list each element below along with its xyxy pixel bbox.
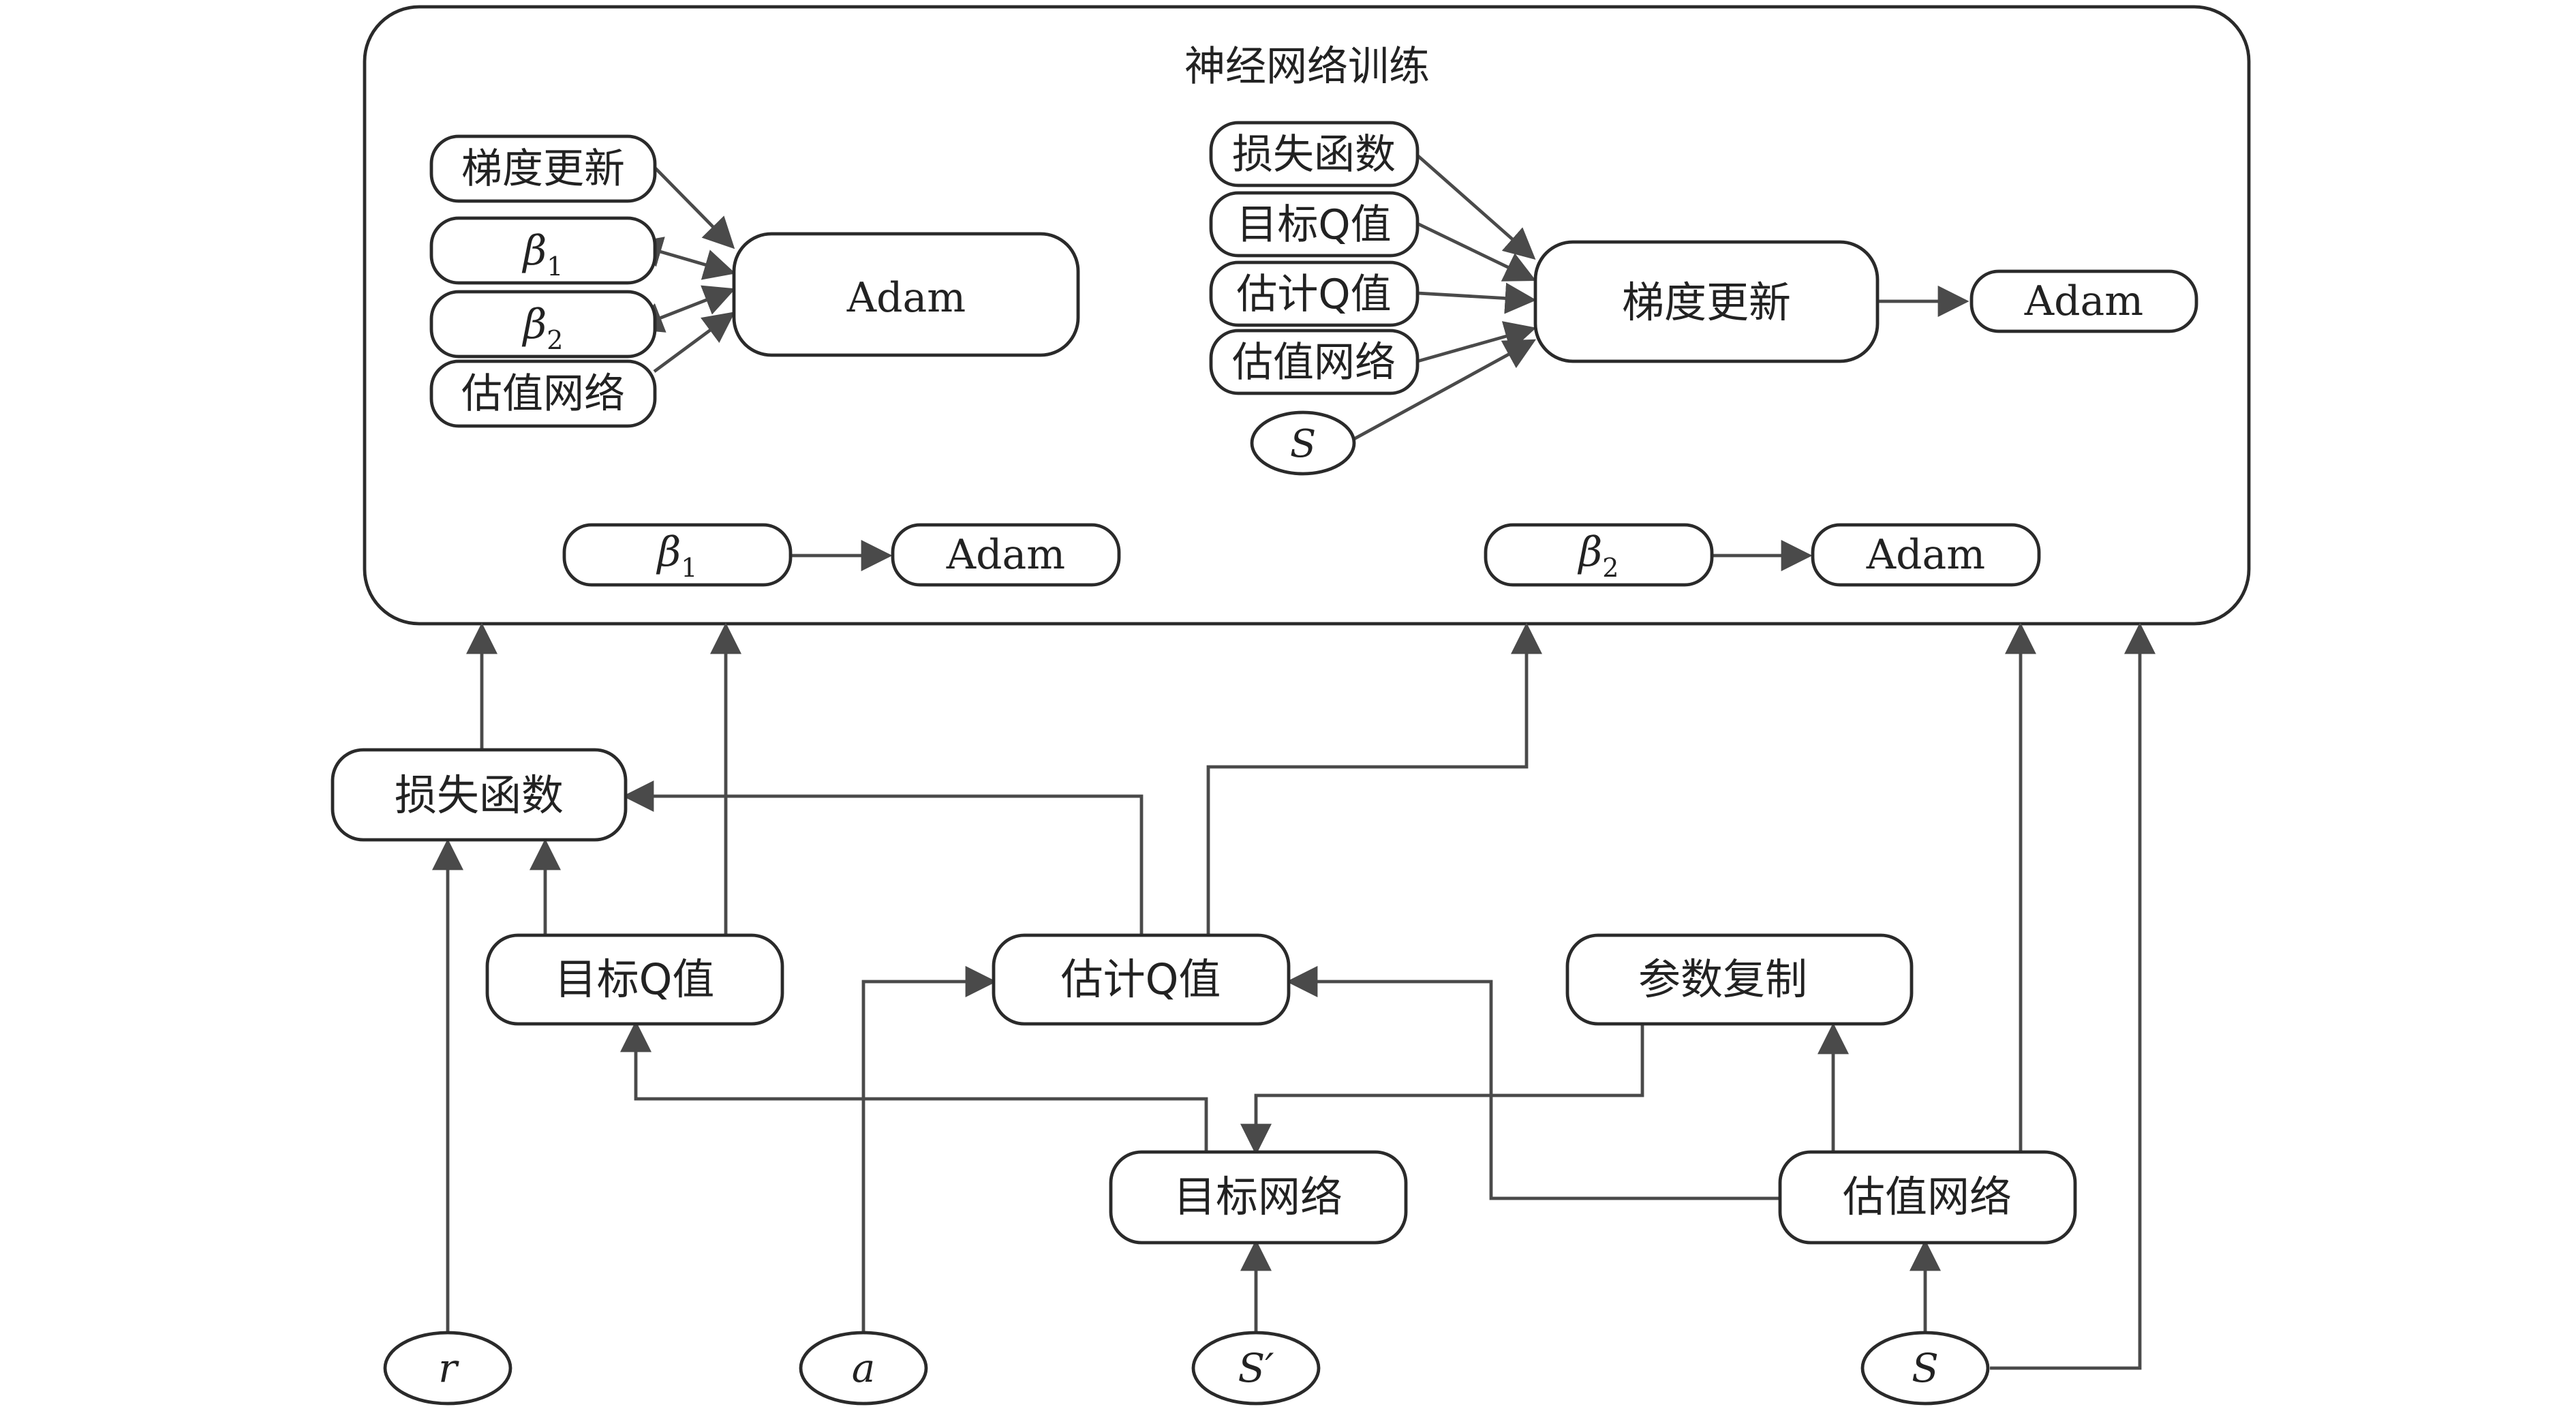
edge-s-group [1990,622,2156,1370]
svg-text:损失函数: 损失函数 [1232,131,1396,179]
svg-text:β1: β1 [656,528,698,583]
node-beta2-bottom: β2 [1484,523,1714,587]
node-grad-update-left: 梯度更新 [429,134,657,203]
edge-estq-loss [622,781,1144,939]
svg-text:β1: β1 [522,227,564,282]
svg-text:估值网络: 估值网络 [1232,339,1396,387]
edge-paramcopy-targetnet [1240,1024,1644,1155]
node-est-net-left: 估值网络 [429,359,657,428]
node-s-prime: S′ [1191,1331,1321,1406]
edge-targetq-grad2 [1416,222,1537,282]
svg-text:S′: S′ [1238,1345,1274,1391]
svg-text:估值网络: 估值网络 [461,370,625,418]
node-s: S [1860,1331,1990,1406]
node-est-net: 估值网络 [1778,1150,2077,1245]
node-adam-bottom-left: Adam [891,523,1121,587]
edge-a-estq [861,966,997,1336]
svg-text:梯度更新: 梯度更新 [461,145,625,193]
node-estq-inner: 估计Q值 [1209,260,1420,327]
svg-text:目标Q值: 目标Q值 [555,954,715,1004]
node-targetq-inner: 目标Q值 [1209,191,1420,258]
node-target-q: 目标Q值 [485,933,784,1026]
node-loss-inner: 损失函数 [1209,121,1420,187]
svg-text:目标Q值: 目标Q值 [1236,201,1391,249]
node-adam-bottom-right: Adam [1811,523,2041,587]
svg-text:梯度更新: 梯度更新 [1622,277,1791,327]
node-target-net: 目标网络 [1109,1150,1408,1245]
svg-text:估计Q值: 估计Q值 [1061,954,1221,1004]
edges [432,154,2156,1370]
svg-text:参数复制: 参数复制 [1638,954,1807,1004]
node-adam-left: Adam [732,232,1080,357]
edge-targetnet-targetq [620,1020,1208,1152]
edge-s-grad2 [1351,339,1537,442]
group-title: 神经网络训练 [1184,43,1430,91]
svg-text:S: S [1912,1345,1939,1391]
svg-text:β2: β2 [522,301,564,355]
node-grad-update-right: 梯度更新 [1533,240,1880,363]
edge-est2-grad2 [1417,321,1537,363]
svg-text:Adam: Adam [2024,277,2143,325]
node-beta1-left: β1 [429,216,657,285]
edge-estnet-estq [1286,966,1782,1200]
edge-estq-group [1206,622,1542,939]
node-est-q: 估计Q值 [992,933,1291,1026]
edge-estq-grad2 [1417,282,1537,314]
svg-text:目标网络: 目标网络 [1174,1172,1343,1222]
node-est-net-inner: 估值网络 [1209,329,1420,395]
edge-beta1-adam1 [630,237,736,280]
node-a: a [799,1331,928,1406]
node-r: r [383,1331,512,1406]
svg-text:估计Q值: 估计Q值 [1236,271,1391,318]
node-beta1-bottom: β1 [562,523,793,587]
svg-text:S: S [1290,422,1316,466]
node-adam-right: Adam [1969,269,2198,333]
edge-loss-grad2 [1416,154,1536,260]
svg-text:Adam: Adam [1866,531,1985,579]
node-loss: 损失函数 [331,748,628,842]
edge-grad1-adam1 [653,166,735,249]
svg-text:Adam: Adam [846,274,966,322]
svg-text:β2: β2 [1578,528,1619,583]
node-beta2-left: β2 [429,290,657,359]
svg-text:Adam: Adam [946,531,1065,579]
node-s-inner: S [1250,410,1356,476]
node-param-copy: 参数复制 [1565,933,1914,1026]
svg-text:损失函数: 损失函数 [395,770,564,820]
svg-text:a: a [852,1345,876,1391]
svg-text:r: r [438,1345,459,1391]
svg-text:估值网络: 估值网络 [1843,1172,2012,1222]
edge-beta2-adam1 [631,285,736,333]
edge-est1-adam1 [653,312,735,373]
